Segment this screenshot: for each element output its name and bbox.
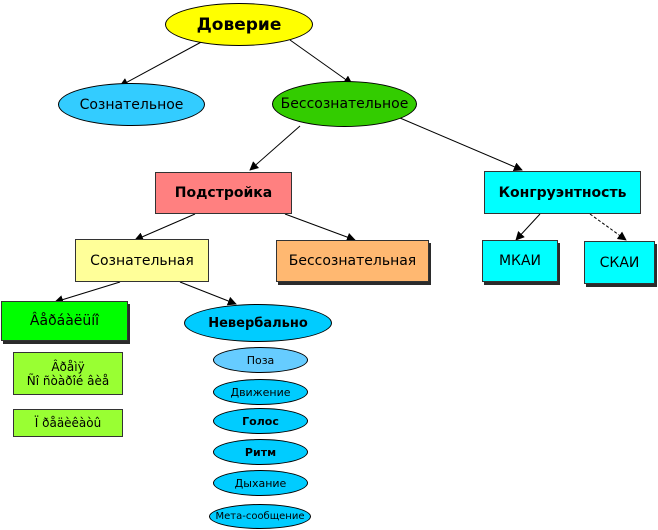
node-unconscious-label: Бессознательное [280, 96, 409, 112]
node-pose-label: Поза [246, 353, 275, 367]
node-adjustment-unconscious: Бессознательная [276, 240, 429, 282]
node-verbal-label: Âåðáàëüíî [29, 313, 100, 329]
node-conscious-label: Сознательное [79, 96, 184, 113]
edge-trust-unconscious [289, 39, 353, 85]
node-skai-label: СКАИ [599, 254, 640, 271]
node-verbal: Âåðáàëüíî [1, 301, 128, 341]
node-breathing-label: Дыхание [234, 476, 287, 490]
node-mkai-label: МКАИ [498, 253, 542, 269]
node-meta-message: Мета-сообщение [209, 504, 311, 529]
edge-unconscious-adjustment [249, 125, 301, 171]
node-adjustment-conscious: Сознательная [75, 239, 209, 282]
node-meta-message-label: Мета-сообщение [215, 511, 305, 522]
node-verbal-sub1-line1: Âðåìÿ [51, 359, 85, 374]
node-rhythm: Ритм [213, 439, 308, 465]
node-movement-label: Движение [230, 385, 291, 399]
node-verbal-sub1-line2: Ñî ñòàðîé âèå [26, 373, 110, 388]
node-breathing: Дыхание [213, 470, 308, 496]
node-adjustment: Подстройка [155, 172, 292, 214]
node-nonverbal: Невербально [184, 304, 332, 342]
edge-adjustment-unconscious [284, 213, 356, 242]
node-trust-label: Доверие [196, 14, 282, 35]
node-verbal-sub2-label: Ï ðåäèêàòû [34, 416, 102, 430]
node-trust: Доверие [165, 3, 313, 46]
node-verbal-sub2: Ï ðåäèêàòû [13, 409, 123, 437]
edge-congruence-skai [589, 213, 627, 241]
node-adjustment-label: Подстройка [174, 185, 273, 201]
node-conscious: Сознательное [58, 83, 205, 126]
edge-adjustment-conscious [134, 213, 196, 241]
node-voice-label: Голос [242, 414, 279, 428]
node-mkai: МКАИ [482, 240, 558, 282]
node-adjustment-conscious-label: Сознательная [90, 252, 194, 269]
node-pose: Поза [213, 347, 308, 373]
node-unconscious: Бессознательное [272, 81, 417, 127]
node-verbal-sub1: Âðåìÿ Ñî ñòàðîé âèå [13, 352, 123, 395]
node-skai: СКАИ [584, 241, 655, 284]
edge-congruence-mkai [515, 213, 541, 241]
edge-conscious-nonverbal [179, 281, 237, 306]
node-voice: Голос [213, 408, 308, 434]
node-nonverbal-label: Невербально [208, 315, 308, 331]
edge-unconscious-congruence [399, 117, 523, 171]
node-congruence-label: Конгруэнтность [498, 184, 627, 201]
edge-conscious-verbal [54, 281, 121, 304]
node-movement: Движение [213, 379, 308, 405]
node-congruence: Конгруэнтность [484, 171, 641, 214]
node-adjustment-unconscious-label: Бессознательная [288, 253, 417, 269]
edge-trust-conscious [119, 39, 206, 87]
node-rhythm-label: Ритм [244, 445, 277, 459]
